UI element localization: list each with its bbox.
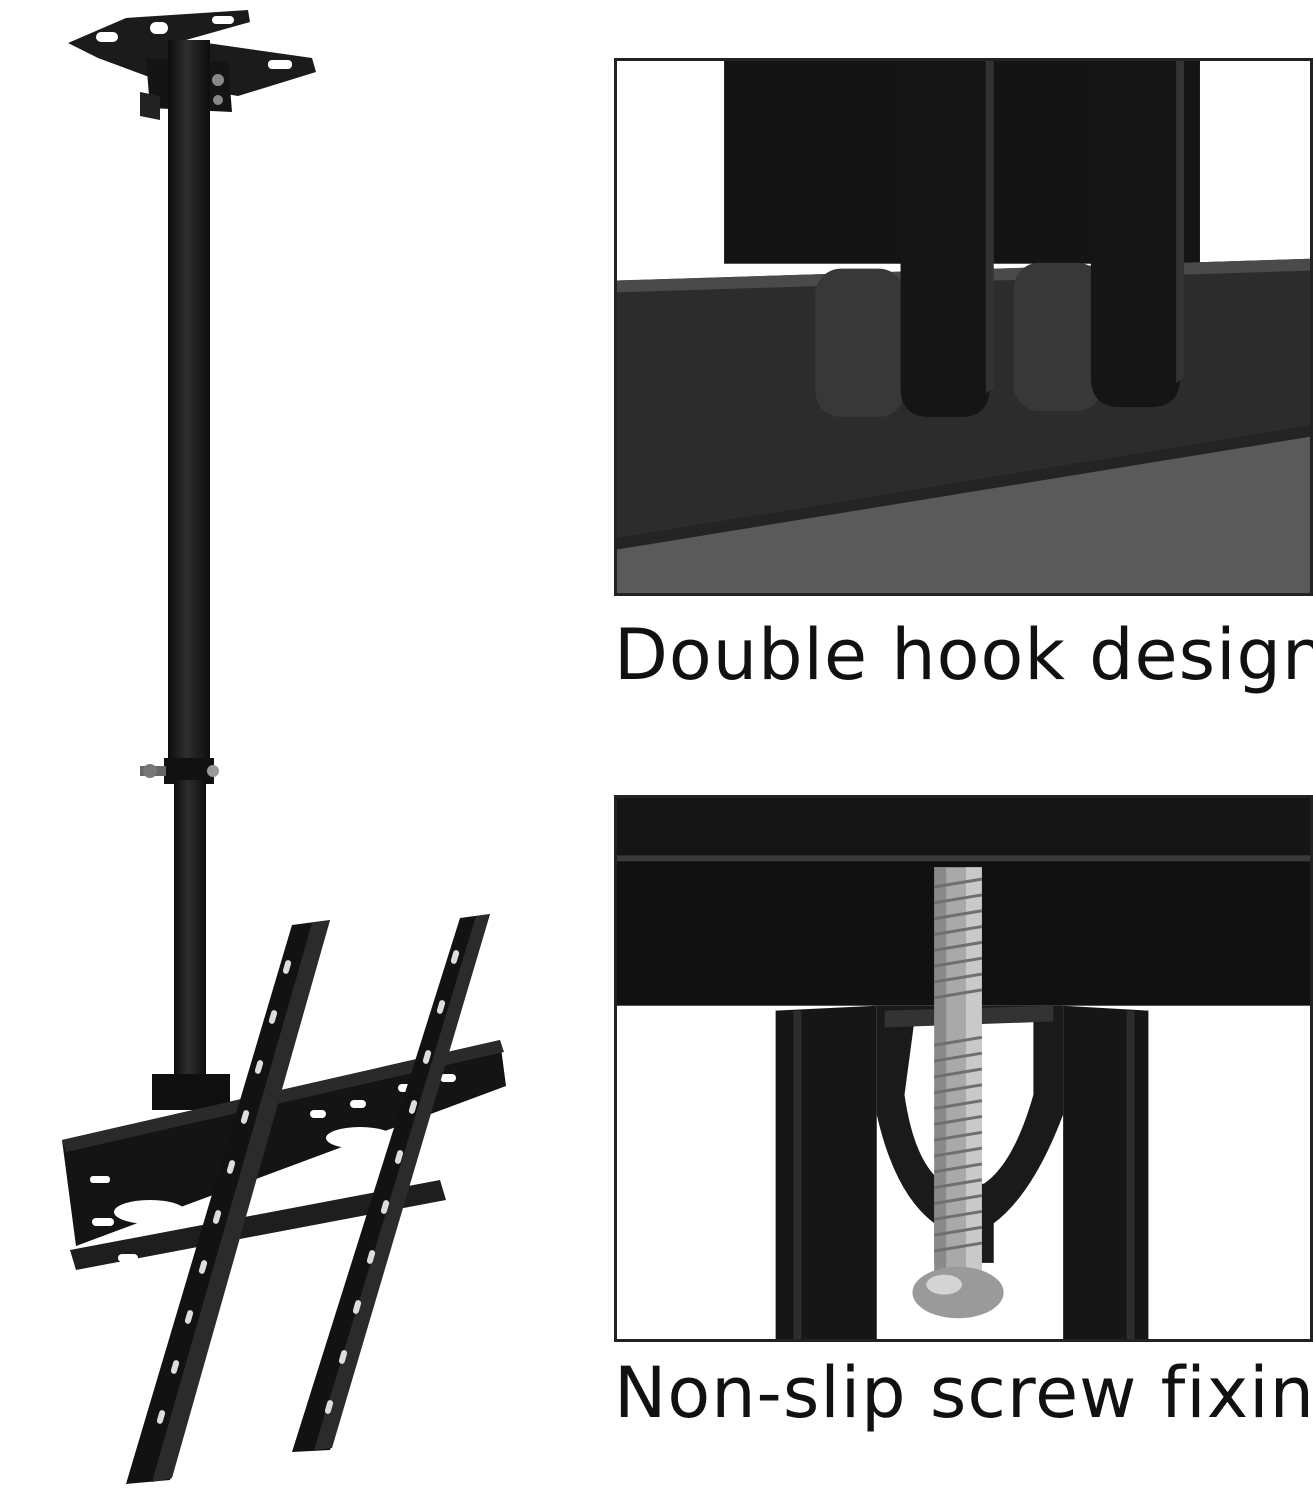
- screw-detail-panel: [614, 795, 1313, 1342]
- double-hook-icon: [617, 61, 1310, 593]
- tv-mount-icon: [62, 10, 506, 1484]
- screw-caption: Non-slip screw fixing: [614, 1352, 1313, 1434]
- screw-fixing-icon: [617, 798, 1310, 1339]
- ceiling-mount-illustration: [0, 0, 560, 1491]
- hook-detail-panel: [614, 58, 1313, 596]
- hook-caption: Double hook design: [614, 614, 1313, 696]
